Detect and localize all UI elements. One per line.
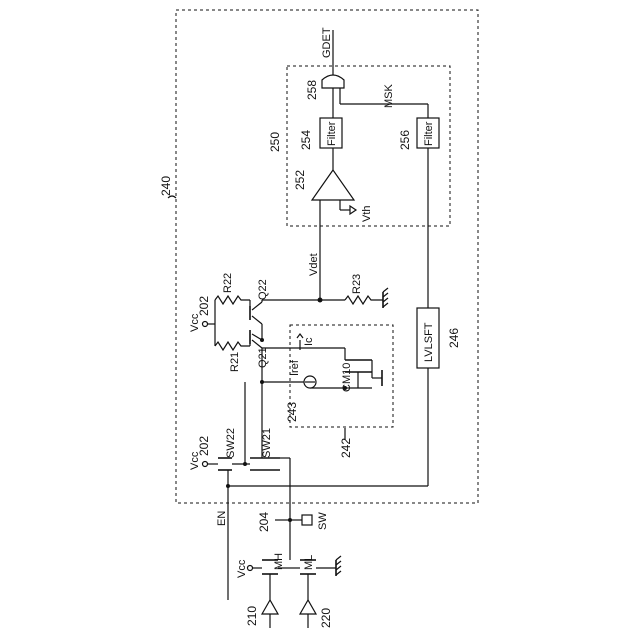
filter-254-label: Filter: [326, 121, 338, 146]
label-sw22: SW22: [225, 428, 237, 458]
label-en: EN: [216, 511, 228, 526]
resistor-r23: [345, 296, 383, 304]
label-vcc-bot: Vcc: [236, 559, 248, 578]
label-210: 210: [245, 606, 259, 626]
label-202-mid: 202: [197, 436, 211, 456]
label-vth: Vth: [361, 205, 373, 222]
label-sw: SW: [317, 512, 329, 530]
label-240: 240: [159, 176, 173, 196]
comparator-252: [312, 170, 354, 200]
label-gdet: GDET: [321, 27, 333, 58]
label-243: 243: [285, 402, 299, 422]
label-vdet: Vdet: [308, 253, 320, 276]
label-202-top: 202: [197, 296, 211, 316]
label-iref: Iref: [289, 359, 301, 376]
label-204: 204: [257, 512, 271, 532]
label-q22: Q22: [257, 279, 269, 300]
driver-220: [300, 600, 316, 614]
label-lvlsft: LVLSFT: [423, 322, 435, 362]
label-q21: Q21: [257, 347, 269, 368]
label-msk: MSK: [383, 84, 395, 109]
driver-210: [262, 600, 278, 614]
label-250: 250: [268, 132, 282, 152]
label-r21: R21: [229, 352, 241, 372]
label-246: 246: [447, 328, 461, 348]
resistor-r22: [215, 296, 250, 304]
label-258: 258: [305, 80, 319, 100]
label-256: 256: [398, 130, 412, 150]
and-gate-258: [322, 75, 344, 88]
label-r22: R22: [222, 273, 234, 293]
label-252: 252: [293, 170, 307, 190]
resistor-r21: [215, 342, 250, 350]
label-242: 242: [339, 438, 353, 458]
label-220: 220: [319, 608, 333, 628]
label-ml: ML: [303, 555, 315, 570]
label-sw21: SW21: [261, 428, 273, 458]
label-ic: Ic: [303, 337, 315, 346]
sw-pad: [302, 515, 312, 525]
label-r23: R23: [351, 274, 363, 294]
filter-256-label: Filter: [423, 121, 435, 146]
label-254: 254: [299, 130, 313, 150]
label-mh: MH: [273, 553, 285, 570]
